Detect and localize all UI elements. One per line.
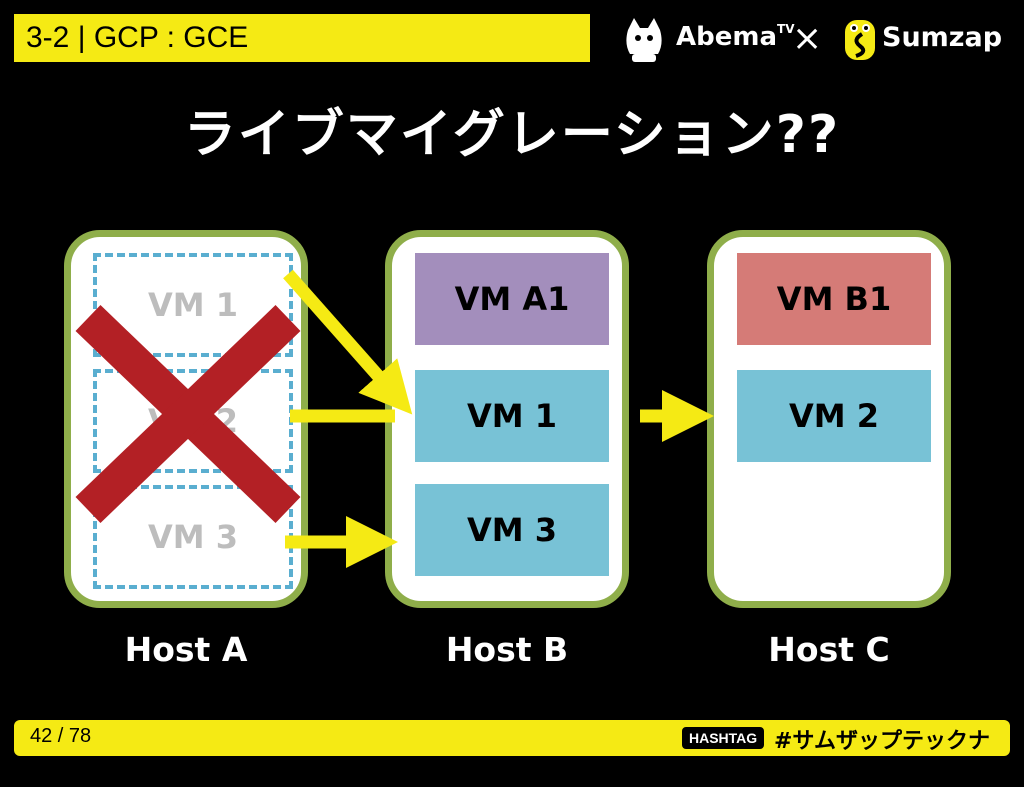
host-b-vm-1: VM 1	[415, 370, 609, 462]
host-c-vm-2: VM 2	[737, 370, 931, 462]
slide-title: ライブマイグレーション??	[183, 105, 841, 165]
abema-logo-text: AbemaTV	[676, 22, 795, 52]
host-b-box: VM A1 VM 1 VM 3	[385, 230, 629, 608]
sumzap-mascot-icon	[845, 20, 875, 60]
host-b-label: Host B	[445, 630, 569, 669]
host-a-vm-1-ghost: VM 1	[93, 253, 293, 357]
footer-bar: 42 / 78 HASHTAG #サムザップテックナイト	[14, 720, 1010, 786]
sumzap-logo-text: Sumzap	[882, 22, 1003, 53]
host-a-vm-2-ghost: VM 2	[93, 369, 293, 473]
host-a-vm-3-ghost: VM 3	[93, 485, 293, 589]
host-b-vm-a1: VM A1	[415, 253, 609, 345]
hashtag-badge: HASHTAG	[682, 727, 765, 749]
host-c-box: VM B1 VM 2	[707, 230, 951, 608]
host-a-label: Host A	[124, 630, 248, 669]
host-c-vm-b1: VM B1	[737, 253, 931, 345]
hashtag-text: #サムザップテックナイト	[774, 729, 990, 786]
logo-bar: AbemaTV × Sumzap	[620, 12, 1015, 68]
host-a-box: VM 1 VM 2 VM 3	[64, 230, 308, 608]
abema-mascot-icon	[626, 18, 662, 62]
host-b-vm-3: VM 3	[415, 484, 609, 576]
page-number: 42 / 78	[30, 725, 92, 747]
times-symbol: ×	[792, 18, 823, 59]
host-c-label: Host C	[768, 630, 890, 669]
section-tag: 3-2 | GCP : GCE	[14, 14, 590, 62]
